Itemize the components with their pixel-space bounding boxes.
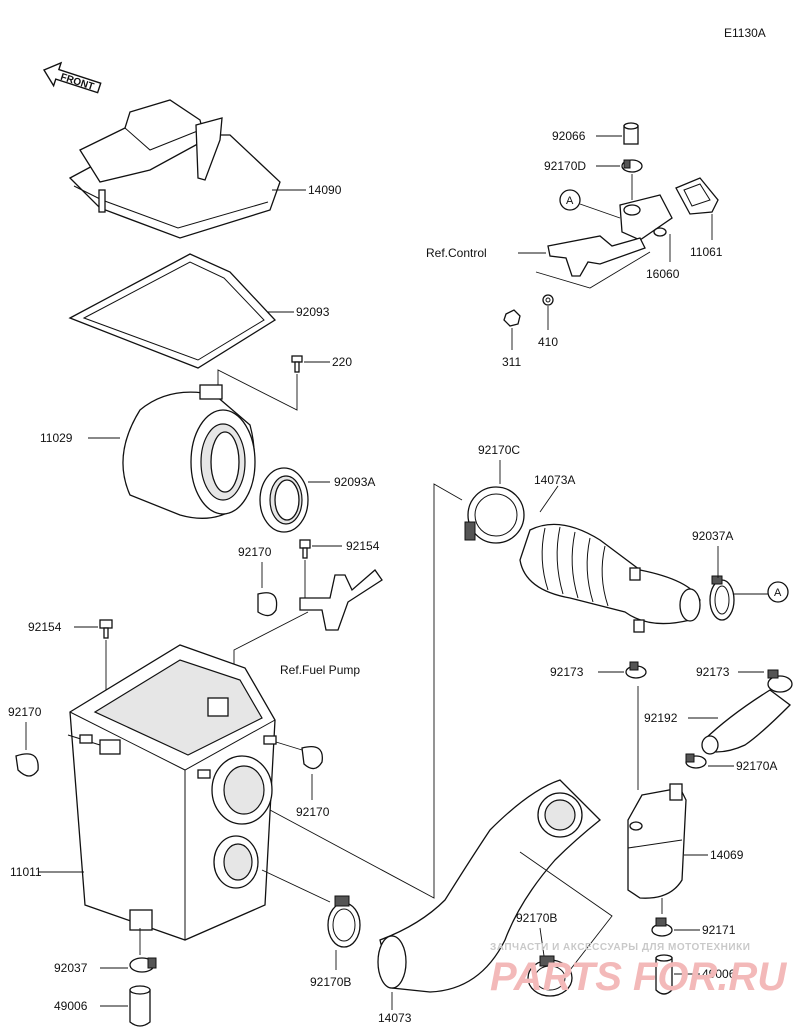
- label-ref-fuel-pump: Ref.Fuel Pump: [280, 663, 360, 677]
- label-49006-left: 49006: [54, 999, 88, 1013]
- intake-duct-14073: [377, 779, 601, 993]
- clamp-92170A: [685, 753, 707, 769]
- label-14069: 14069: [710, 848, 744, 862]
- label-11029: 11029: [40, 431, 73, 445]
- label-92093A: 92093A: [334, 475, 375, 489]
- label-92170-left: 92170: [8, 705, 42, 719]
- label-92170-right: 92170: [296, 805, 330, 819]
- bolt-92154-upper: [299, 539, 311, 559]
- label-16060: 16060: [646, 267, 680, 281]
- clip-92170-upper: [257, 592, 278, 617]
- control-bracket: [547, 235, 646, 277]
- filter-gasket: [68, 253, 277, 369]
- label-410: 410: [538, 335, 558, 349]
- callout-a-upper-text: A: [566, 195, 574, 207]
- label-92192: 92192: [644, 711, 678, 725]
- breather-tube-92192: [701, 689, 791, 755]
- label-92154-upper: 92154: [346, 539, 380, 553]
- air-filter-element: [122, 384, 256, 519]
- label-92173-right: 92173: [696, 665, 730, 679]
- air-cleaner-cover: [68, 99, 281, 239]
- air-cleaner-housing: [67, 644, 277, 941]
- clamp-92037: [129, 957, 157, 973]
- callout-a-right-text: A: [774, 587, 782, 599]
- label-92154-left: 92154: [28, 620, 62, 634]
- intake-boot-14073A: [519, 523, 701, 633]
- label-ref-control: Ref.Control: [426, 246, 487, 260]
- label-92066: 92066: [552, 129, 586, 143]
- label-14073A: 14073A: [534, 473, 575, 487]
- clamp-92170B-right: [527, 955, 573, 997]
- drain-tank-14069: [627, 783, 687, 899]
- drain-cap-49006-left: [129, 985, 151, 1027]
- cap-92066: [623, 122, 639, 145]
- callout-a-upper: A: [559, 189, 581, 211]
- washer-410: [542, 294, 554, 306]
- label-220: 220: [332, 355, 352, 369]
- clamp-92170C: [464, 486, 525, 544]
- label-92170B-right: 92170B: [516, 911, 557, 925]
- label-11011: 11011: [10, 865, 42, 879]
- label-311: 311: [502, 355, 521, 369]
- bolt-92154-left: [99, 619, 113, 639]
- label-92170D: 92170D: [544, 159, 586, 173]
- nut-311: [503, 309, 521, 327]
- clamp-92170B-lower: [327, 895, 361, 948]
- label-11061: 11061: [690, 245, 723, 259]
- clamp-92171: [651, 917, 673, 937]
- label-92037: 92037: [54, 961, 88, 975]
- clamp-92173-right: [767, 669, 793, 693]
- breather-16060: [619, 194, 673, 241]
- seal-92093A: [259, 467, 309, 533]
- clamp-92170D: [621, 159, 643, 173]
- watermark-subtitle: ЗАПЧАСТИ И АКСЕССУАРЫ ДЛЯ МОТОТЕХНИКИ: [490, 942, 750, 953]
- clamp-92173-middle: [625, 661, 647, 679]
- watermark-title: PARTS FOR.RU: [490, 955, 787, 999]
- front-arrow-icon: FRONT: [42, 61, 102, 94]
- clamp-92037A: [709, 575, 735, 621]
- fuel-pump-bracket: [299, 569, 383, 631]
- label-92170B-lower: 92170B: [310, 975, 351, 989]
- clip-92170-right: [301, 745, 323, 770]
- clip-92170-left: [15, 753, 39, 777]
- label-92171: 92171: [702, 923, 736, 937]
- drain-cap-49006-right: [655, 954, 673, 995]
- label-92173-middle: 92173: [550, 665, 584, 679]
- label-92170C: 92170C: [478, 443, 520, 457]
- label-14090: 14090: [308, 183, 342, 197]
- callout-a-right: A: [767, 581, 789, 603]
- label-92170-upper: 92170: [238, 545, 272, 559]
- label-14073: 14073: [378, 1011, 412, 1025]
- label-92037A: 92037A: [692, 529, 733, 543]
- gasket-11061: [675, 177, 719, 215]
- label-92093: 92093: [296, 305, 330, 319]
- label-92170A: 92170A: [736, 759, 777, 773]
- label-49006-right: 49006: [702, 967, 736, 981]
- diagram-code: E1130A: [724, 26, 766, 40]
- bolt-220: [291, 355, 303, 373]
